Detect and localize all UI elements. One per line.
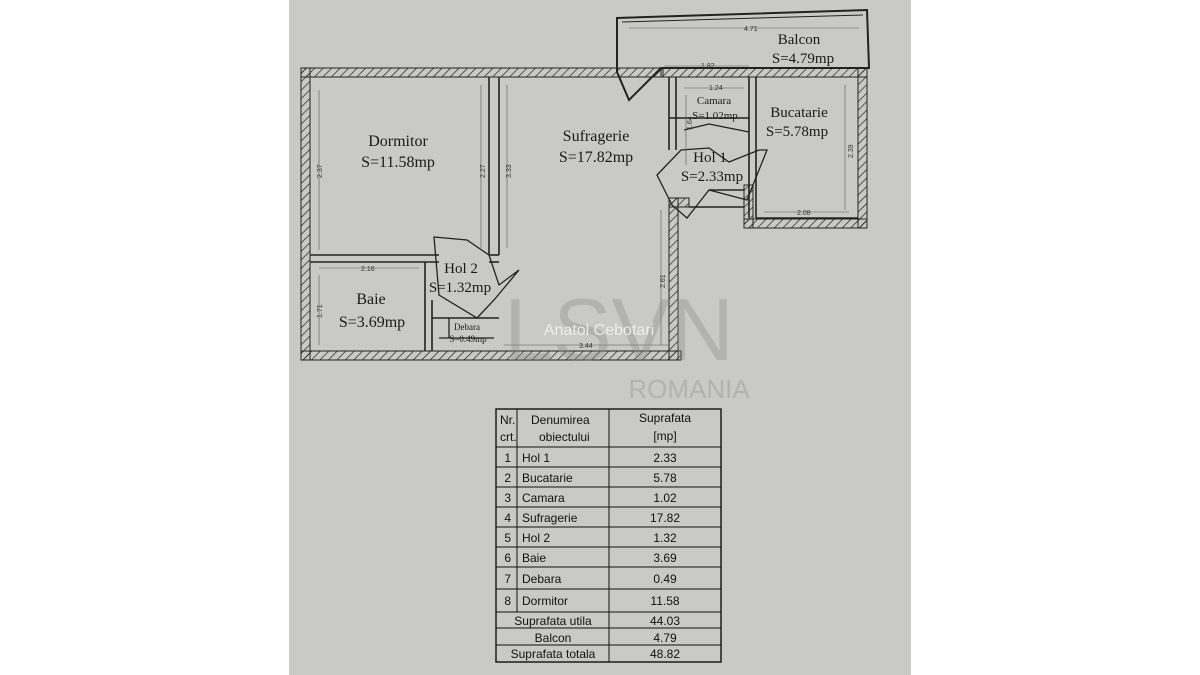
dim-333: 3.33 [506, 164, 513, 178]
area-table: Nr. crt. Denumirea obiectului Suprafata … [495, 408, 722, 663]
table-row-name: Dormitor [522, 594, 568, 608]
table-row-area: 5.78 [653, 471, 677, 485]
room-labels: Balcon S=4.79mp Camara S=1.02mp Bucatari… [339, 32, 834, 344]
watermark-author: Anatol Cebotari [544, 322, 654, 339]
baie-area: S=3.69mp [339, 314, 405, 331]
table-row-nr: 8 [504, 594, 511, 608]
total-utila-value: 44.03 [650, 614, 680, 628]
table-row-nr: 2 [504, 471, 511, 485]
watermark-subtitle: ROMANIA [628, 374, 750, 404]
debara-area: S=0.49mp [449, 334, 487, 344]
table-row-nr: 1 [504, 451, 511, 465]
table-header-suprafata: Suprafata [639, 411, 691, 425]
table-row-nr: 4 [504, 511, 511, 525]
table-row-nr: 3 [504, 491, 511, 505]
table-totals: Suprafata utila 44.03 Balcon 4.79 Supraf… [511, 614, 681, 661]
watermark-logo: LSVN [504, 280, 734, 379]
dim-164: 1.64 [687, 116, 694, 130]
bucatarie-area: S=5.78mp [766, 124, 828, 140]
dormitor-area: S=11.58mp [361, 154, 435, 171]
table-row-name: Sufragerie [522, 511, 578, 525]
table-row-area: 1.02 [653, 491, 677, 505]
balcon-name: Balcon [778, 32, 821, 48]
dimension-labels: 4.71 1.82 1.24 1.64 2.37 2.27 3.33 2.16 … [317, 26, 855, 350]
table-row-name: Camara [522, 491, 565, 505]
table-row-nr: 7 [504, 572, 511, 586]
dim-208: 2.08 [797, 210, 811, 217]
sufragerie-area: S=17.82mp [559, 149, 633, 166]
dim-237: 2.37 [317, 164, 324, 178]
baie-name: Baie [356, 291, 385, 308]
dormitor-name: Dormitor [368, 133, 428, 150]
bucatarie-name: Bucatarie [770, 105, 828, 121]
table-header-obiectului: obiectului [539, 430, 590, 444]
table-header-crt: crt. [500, 430, 517, 444]
table-row-area: 1.32 [653, 531, 677, 545]
door-swings [433, 123, 768, 339]
camara-area: S=1.02mp [692, 110, 738, 122]
watermark: LSVN ROMANIA Anatol Cebotari [504, 280, 750, 404]
total-balcon-label: Balcon [535, 631, 572, 645]
balcon-area: S=4.79mp [772, 51, 834, 67]
dim-261: 2.61 [660, 274, 667, 288]
dim-182: 1.82 [701, 63, 715, 70]
table-row-name: Baie [522, 551, 546, 565]
camara-name: Camara [697, 95, 731, 107]
table-row-area: 17.82 [650, 511, 680, 525]
table-row-name: Bucatarie [522, 471, 573, 485]
table-row-nr: 6 [504, 551, 511, 565]
hol1-area: S=2.33mp [681, 169, 743, 185]
table-rows: 1 Hol 1 2.33 2 Bucatarie 5.78 3 Camara 1… [504, 451, 680, 608]
floor-plan-sheet: LSVN ROMANIA Anatol Cebotari Balcon S=4.… [289, 0, 911, 675]
table-header-nr: Nr. [500, 413, 515, 427]
hol1-name: Hol 1 [693, 150, 727, 166]
dim-344: 3.44 [579, 343, 593, 350]
table-row-name: Hol 2 [522, 531, 550, 545]
table-header-mp: [mp] [653, 429, 676, 443]
table-row-area: 11.58 [650, 594, 679, 608]
total-totala-label: Suprafata totala [511, 647, 596, 661]
hol2-area: S=1.32mp [429, 280, 491, 296]
dim-227: 2.27 [480, 164, 487, 178]
table-row-nr: 5 [504, 531, 511, 545]
table-row-area: 0.49 [653, 572, 677, 586]
total-totala-value: 48.82 [650, 647, 680, 661]
table-header-denumirea: Denumirea [531, 413, 590, 427]
total-utila-label: Suprafata utila [514, 614, 592, 628]
dimension-lines [318, 27, 859, 346]
sufragerie-name: Sufragerie [563, 128, 630, 145]
dim-171: 1.71 [317, 304, 324, 318]
total-balcon-value: 4.79 [653, 631, 677, 645]
dim-124: 1.24 [709, 85, 723, 92]
table-row-area: 3.69 [653, 551, 677, 565]
table-row-name: Hol 1 [522, 451, 550, 465]
dim-239: 2.39 [848, 144, 855, 158]
debara-name: Debara [454, 322, 480, 332]
dim-balcon-width: 4.71 [744, 26, 758, 33]
hol2-name: Hol 2 [444, 261, 478, 277]
dim-216: 2.16 [361, 266, 375, 273]
floor-plan-drawing: LSVN ROMANIA Anatol Cebotari Balcon S=4.… [300, 8, 871, 663]
table-row-area: 2.33 [653, 451, 677, 465]
table-row-name: Debara [522, 572, 562, 586]
